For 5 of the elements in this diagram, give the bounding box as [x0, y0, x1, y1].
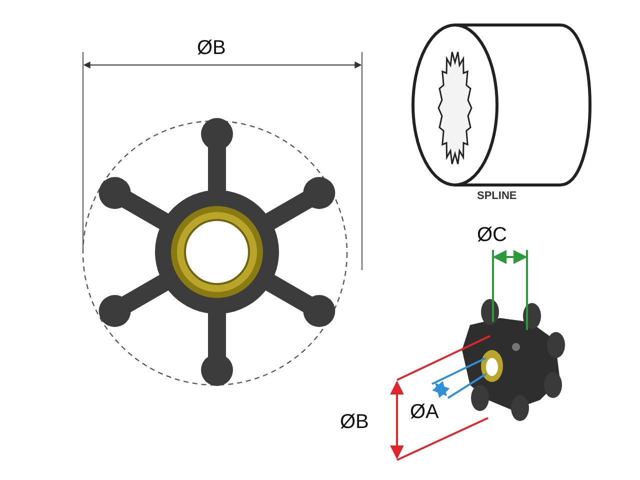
- dimension-label: ØA: [410, 402, 439, 422]
- dimension-label: ØC: [477, 225, 507, 245]
- part-label: SPLINE: [477, 191, 517, 202]
- dimension-label: ØB: [340, 412, 369, 432]
- dimension-label: ØB: [197, 38, 226, 58]
